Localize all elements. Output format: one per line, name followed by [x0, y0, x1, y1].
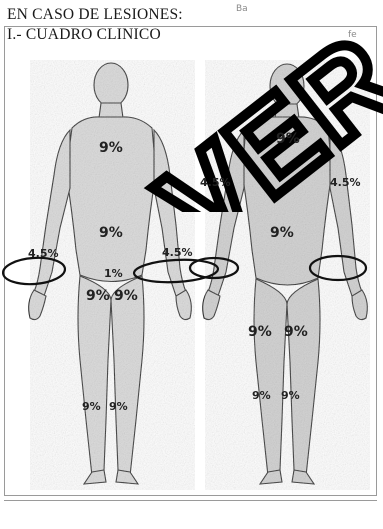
front-left-leg-pct: 9% [82, 400, 101, 413]
back-left-arm-pct: 4.5% [200, 176, 231, 189]
back-left-thigh-pct: 9% [248, 324, 272, 340]
front-right-arm-pct: 4.5% [162, 246, 193, 259]
back-left-leg-pct: 9% [252, 389, 271, 402]
front-chest-pct: 9% [99, 140, 123, 156]
front-right-thigh-pct: 9% [114, 288, 138, 304]
front-right-leg-pct: 9% [109, 400, 128, 413]
back-upper-back-pct: 9% [276, 131, 300, 147]
front-left-arm-pct: 4.5% [28, 247, 59, 260]
back-right-arm-pct: 4.5% [330, 176, 361, 189]
front-left-thigh-pct: 9% [86, 288, 110, 304]
back-right-leg-pct: 9% [281, 389, 300, 402]
back-lower-back-pct: 9% [270, 225, 294, 241]
front-abdomen-pct: 9% [99, 225, 123, 241]
back-right-thigh-pct: 9% [284, 324, 308, 340]
front-groin-pct: 1% [104, 267, 123, 280]
